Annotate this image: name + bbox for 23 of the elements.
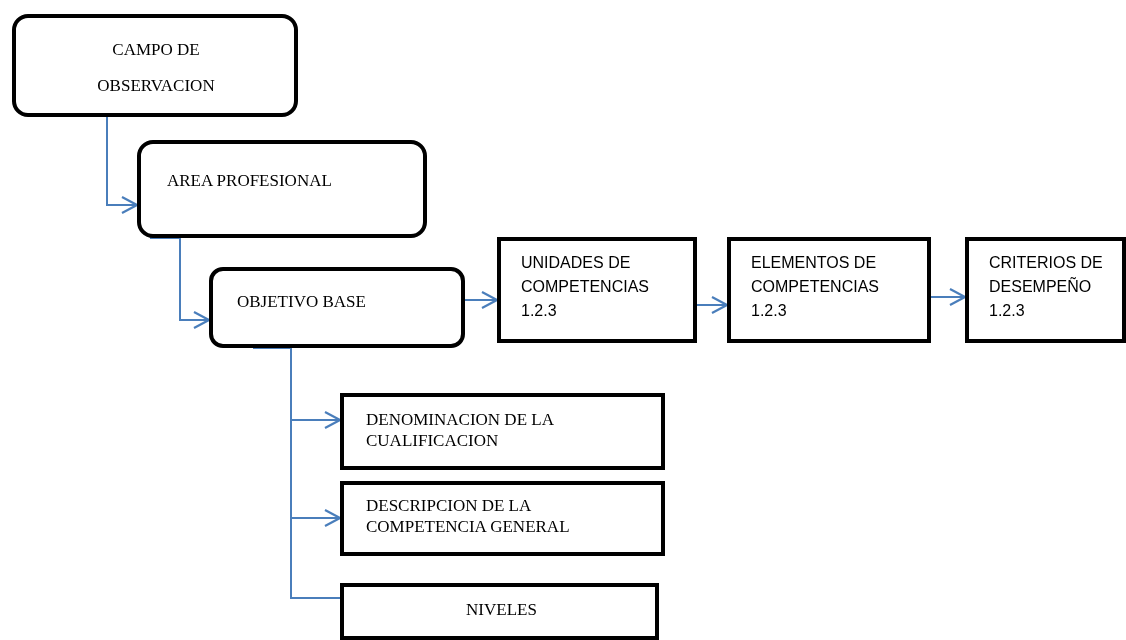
process-box	[137, 140, 427, 238]
arrow	[696, 295, 729, 315]
process-box	[340, 583, 659, 640]
arrow	[930, 287, 967, 307]
box-label: ELEMENTOS DE COMPETENCIAS 1.2.3	[751, 253, 880, 321]
process-box	[340, 481, 665, 556]
arrow	[149, 237, 211, 330]
box-label: CRITERIOS DE DESEMPEÑO 1.2.3	[989, 253, 1104, 321]
process-box	[12, 14, 298, 117]
process-box	[209, 267, 465, 348]
box-label: NIVELES	[465, 599, 538, 621]
process-box	[727, 237, 931, 343]
arrow	[106, 116, 139, 215]
process-box	[340, 393, 665, 470]
box-label: AREA PROFESIONAL	[167, 170, 333, 192]
box-label: DESCRIPCION DE LA COMPETENCIA GENERAL	[366, 495, 571, 538]
process-box	[965, 237, 1126, 343]
arrow	[464, 290, 499, 310]
box-label: OBJETIVO BASE	[237, 291, 367, 313]
box-label: DENOMINACION DE LA CUALIFICACION	[366, 409, 555, 452]
box-label: UNIDADES DE COMPETENCIAS 1.2.3	[521, 253, 650, 321]
box-label: CAMPO DE OBSERVACION	[96, 39, 216, 97]
process-box	[497, 237, 697, 343]
